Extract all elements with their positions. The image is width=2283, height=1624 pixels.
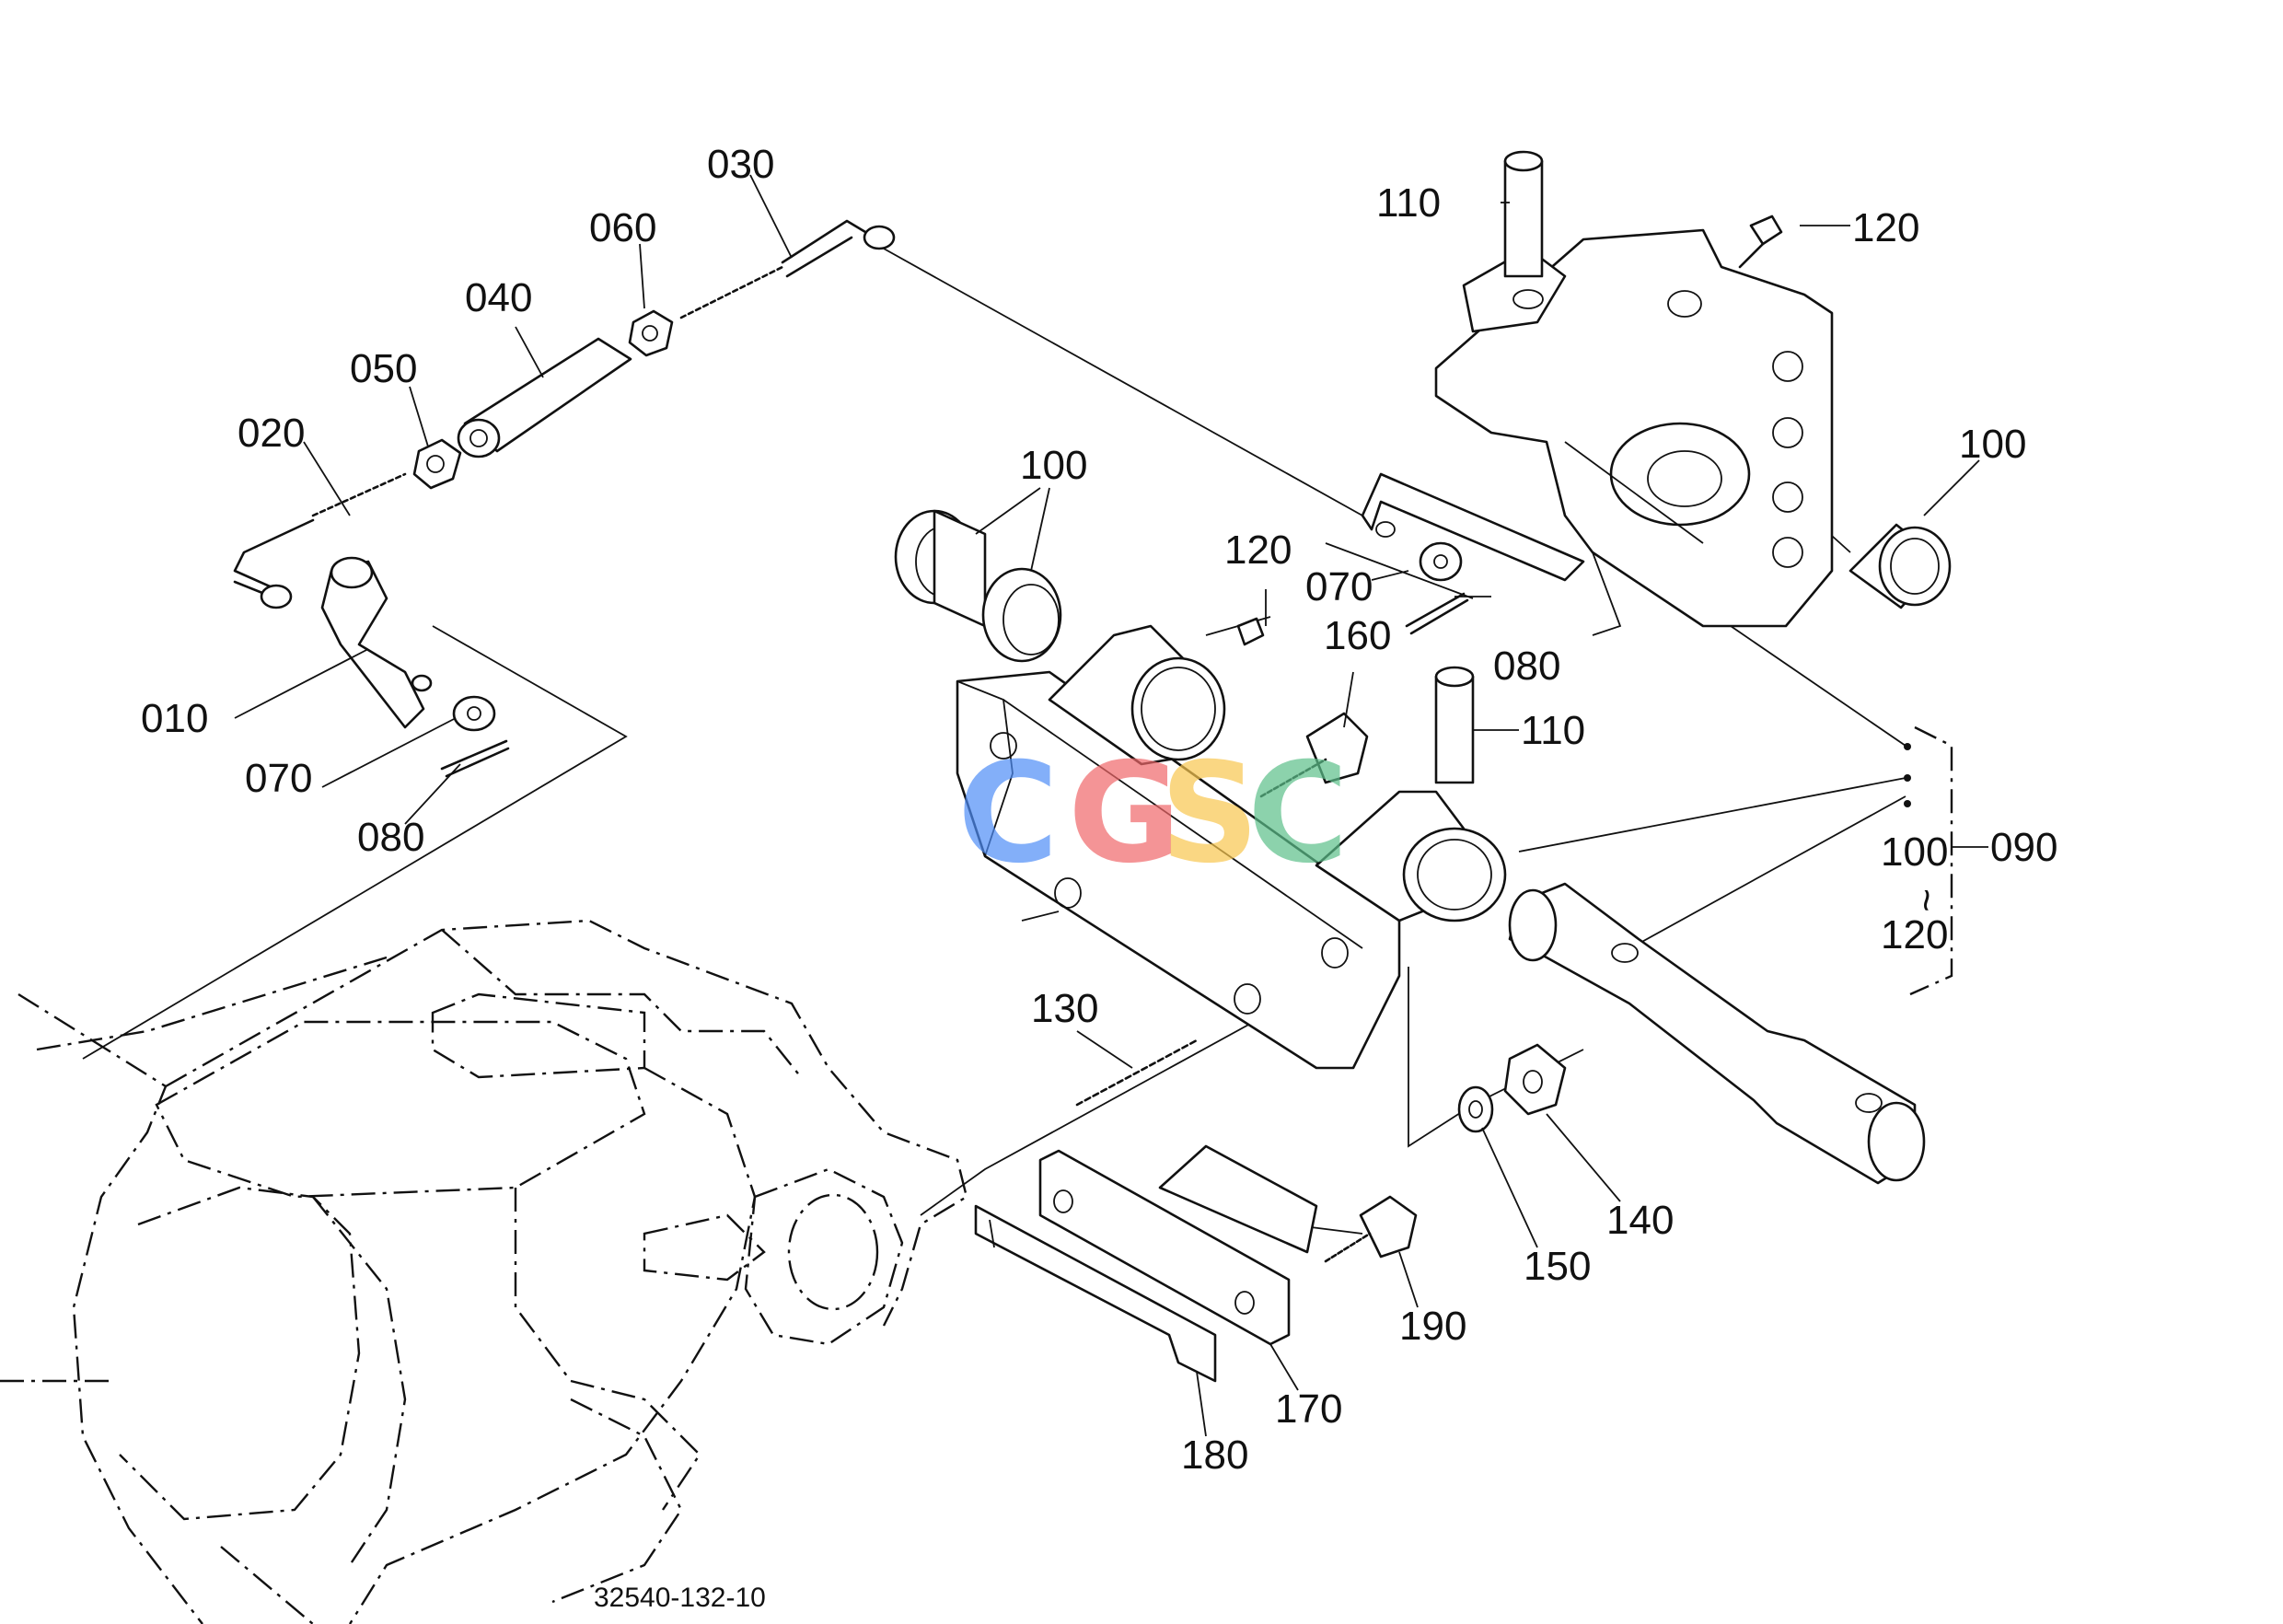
leader-lines [82, 248, 1953, 1235]
label-040: 040 [465, 275, 532, 320]
pin-080-right [1405, 592, 1469, 635]
callout-labels: 010 020 050 040 060 030 070 080 100 120 … [141, 142, 2057, 1478]
nut-050 [412, 438, 462, 490]
grease-fitting-120-mid [1236, 617, 1265, 646]
sleeve-040 [457, 337, 632, 458]
nut-060 [628, 309, 674, 357]
bushing-100-right [1848, 523, 1952, 609]
label-190: 190 [1399, 1304, 1466, 1349]
cgsc-watermark: C G S C [957, 734, 1349, 894]
label-120-range: 120 [1881, 912, 1948, 957]
label-130: 130 [1031, 986, 1098, 1031]
label-180: 180 [1181, 1433, 1248, 1478]
range-dots [1904, 743, 1911, 807]
lift-bracket-plate [956, 624, 1507, 1070]
watermark-letter-2: G [1068, 734, 1181, 894]
label-170: 170 [1275, 1386, 1342, 1432]
label-120-top: 120 [1852, 205, 1919, 250]
lift-arm-bracket [1434, 228, 1834, 636]
bolt-190 [1324, 1195, 1418, 1263]
transmission-housing [0, 919, 968, 1624]
plate-180 [974, 1204, 1217, 1383]
label-110-mid: 110 [1521, 708, 1585, 753]
rod-010 [320, 556, 433, 729]
label-140: 140 [1606, 1198, 1674, 1243]
pin-110-mid [1434, 666, 1475, 784]
label-030: 030 [707, 142, 774, 187]
label-090: 090 [1990, 825, 2057, 870]
stud-130 [1075, 1038, 1199, 1107]
label-070-left: 070 [245, 756, 312, 801]
label-100-left: 100 [1020, 443, 1087, 488]
label-050: 050 [350, 346, 417, 391]
label-070-right: 070 [1305, 564, 1373, 609]
label-080-right: 080 [1493, 644, 1560, 689]
pin-080-left [440, 739, 510, 778]
pin-110-top [1503, 150, 1544, 278]
link-plate [1361, 472, 1585, 582]
label-020: 020 [238, 411, 305, 456]
watermark-letter-1: C [957, 734, 1059, 894]
label-060: 060 [589, 205, 656, 250]
washer-070-left [452, 695, 496, 732]
watermark-letter-4: C [1247, 734, 1349, 894]
washer-070-right [1419, 541, 1463, 582]
bushings-100-left [894, 509, 1062, 663]
nut-140 [1503, 1043, 1567, 1116]
label-160: 160 [1324, 613, 1391, 658]
callout-leaders [234, 174, 1988, 1437]
rod-020 [233, 472, 407, 609]
label-150: 150 [1524, 1244, 1591, 1289]
rod-030 [679, 219, 896, 319]
label-100-right: 100 [1959, 422, 2026, 467]
block-170 [1038, 1144, 1318, 1346]
label-080-left: 080 [357, 815, 424, 860]
drawing-code: 32540-132-10 [594, 1583, 766, 1613]
label-tilde: ~ [1904, 888, 1949, 912]
label-010: 010 [141, 696, 208, 741]
bolt-160 [1259, 712, 1369, 798]
label-120-mid: 120 [1224, 528, 1292, 573]
label-110-top: 110 [1376, 180, 1441, 226]
grease-fitting-120-top [1738, 215, 1783, 269]
washer-150 [1457, 1085, 1494, 1133]
label-100-range: 100 [1881, 829, 1948, 875]
lift-shaft [1508, 882, 1926, 1185]
watermark-letter-3: S [1160, 734, 1259, 894]
